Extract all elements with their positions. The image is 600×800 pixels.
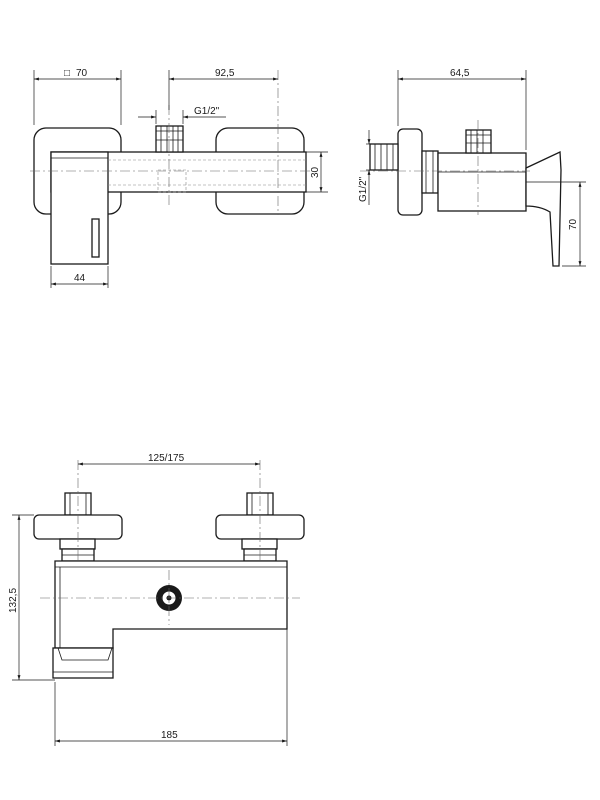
dim-length: 185	[161, 730, 178, 741]
dim-lever: 70	[568, 218, 579, 230]
side-lever	[525, 151, 562, 267]
side-view: 64,5 G1/2" 70	[358, 68, 586, 267]
side-top-inlet	[465, 129, 492, 154]
dim-width: 70	[76, 68, 88, 79]
dim-width-symbol: □	[64, 68, 70, 79]
dim-centers: 125/175	[148, 453, 185, 464]
aerator-slot	[91, 218, 100, 258]
dim-height-bottom: 132,5	[8, 588, 19, 613]
top-inlet	[155, 125, 184, 153]
side-body	[437, 152, 527, 212]
bottom-left-nut	[59, 538, 96, 550]
dim-spacing: 92,5	[215, 68, 235, 79]
dim-thread-front: G1/2"	[194, 106, 220, 117]
dim-thread-side: G1/2"	[358, 176, 369, 202]
bottom-view: 125/175 132,5 185	[8, 453, 305, 746]
side-coupling	[421, 150, 439, 194]
bottom-right-nut	[241, 538, 278, 550]
front-view: □ 70 92,5 G1/2" 30 44	[30, 68, 328, 288]
dim-height-front: 30	[310, 166, 321, 178]
dim-spout: 44	[74, 273, 86, 284]
side-inlet	[369, 143, 399, 171]
side-wall-plate	[397, 128, 423, 216]
bottom-spout	[52, 647, 114, 679]
dim-depth: 64,5	[450, 68, 470, 79]
